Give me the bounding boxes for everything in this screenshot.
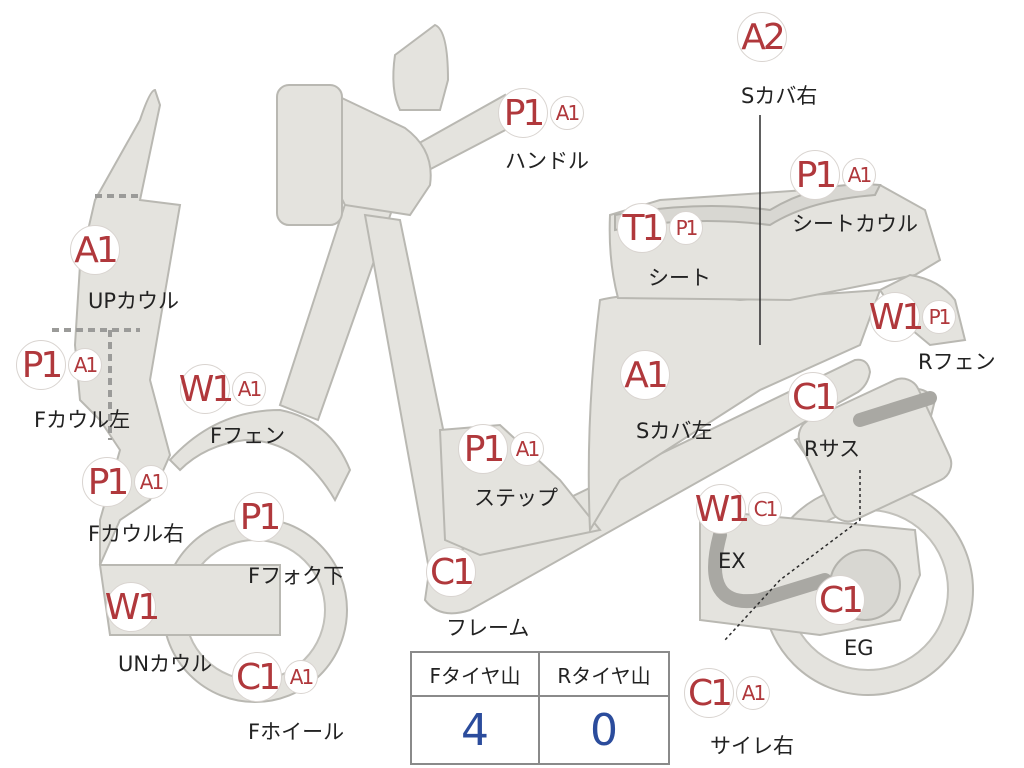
code-a1: A1 bbox=[68, 348, 102, 382]
exhaust-pipe bbox=[708, 528, 832, 609]
badge-f-cowl-left: P1 A1 bbox=[16, 340, 102, 390]
code-p1: P1 bbox=[82, 457, 132, 507]
tire-tread-table: Fタイヤ山 Rタイヤ山 4 0 bbox=[410, 651, 670, 765]
rear-tire-value: 0 bbox=[590, 704, 618, 756]
badge-r-fender: W1 P1 bbox=[869, 292, 956, 342]
label-f-wheel: Fホイール bbox=[248, 720, 345, 744]
code-a1: A1 bbox=[736, 676, 770, 710]
badge-frame: C1 bbox=[426, 547, 476, 597]
code-c1: C1 bbox=[684, 668, 734, 718]
label-r-sus: Rサス bbox=[804, 437, 861, 461]
code-c1: C1 bbox=[815, 575, 865, 625]
code-c1: C1 bbox=[788, 372, 838, 422]
code-w1: W1 bbox=[105, 582, 160, 632]
code-c1: C1 bbox=[748, 492, 782, 526]
label-seat-cowl: シートカウル bbox=[792, 212, 918, 236]
badge-step: P1 A1 bbox=[458, 424, 544, 474]
label-f-fender: Fフェン bbox=[210, 424, 286, 448]
front-tire-value: 4 bbox=[412, 697, 540, 763]
code-p1: P1 bbox=[234, 492, 284, 542]
silencer bbox=[797, 377, 953, 523]
badge-f-fork-lower: P1 bbox=[234, 492, 284, 542]
front-cowl bbox=[73, 88, 182, 566]
badge-r-sus: C1 bbox=[788, 372, 838, 422]
code-w1: W1 bbox=[869, 292, 924, 342]
front-tire-header: Fタイヤ山 bbox=[412, 653, 540, 697]
code-p1: P1 bbox=[922, 300, 956, 334]
label-f-fork-lower: Fフォク下 bbox=[248, 564, 345, 588]
label-f-cowl-left: Fカウル左 bbox=[34, 408, 131, 432]
badge-seat-cowl: P1 A1 bbox=[790, 150, 876, 200]
badge-handle: P1 A1 bbox=[498, 88, 584, 138]
label-f-cowl-right: Fカウル右 bbox=[88, 522, 185, 546]
code-w1: W1 bbox=[179, 364, 234, 414]
label-ex: EX bbox=[718, 549, 746, 573]
code-a1: A1 bbox=[550, 96, 584, 130]
badge-ex: W1 C1 bbox=[695, 484, 782, 534]
code-c1: C1 bbox=[232, 652, 282, 702]
rear-tire-header: Rタイヤ山 bbox=[540, 653, 668, 697]
code-a2: A2 bbox=[737, 12, 787, 62]
badge-up-cowl: A1 bbox=[70, 225, 120, 275]
code-p1: P1 bbox=[458, 424, 508, 474]
label-up-cowl: UPカウル bbox=[88, 289, 180, 313]
label-step: ステップ bbox=[474, 486, 558, 510]
badge-sukaba-migi: A2 bbox=[737, 12, 787, 62]
code-p1: P1 bbox=[790, 150, 840, 200]
badge-un-cowl: W1 bbox=[105, 582, 160, 632]
badge-f-cowl-right: P1 A1 bbox=[82, 457, 168, 507]
code-w1: W1 bbox=[695, 484, 750, 534]
label-s-cover-left: Sカバ左 bbox=[636, 419, 713, 443]
code-p1: P1 bbox=[498, 88, 548, 138]
frame-lower-bar bbox=[423, 358, 872, 615]
badge-f-wheel: C1 A1 bbox=[232, 652, 318, 702]
label-seat: シート bbox=[648, 266, 711, 290]
code-a1: A1 bbox=[510, 432, 544, 466]
label-un-cowl: UNカウル bbox=[118, 652, 213, 676]
mirror-block bbox=[276, 84, 343, 226]
front-fender bbox=[168, 408, 352, 503]
code-c1: C1 bbox=[426, 547, 476, 597]
badge-seat: T1 P1 bbox=[617, 203, 703, 253]
code-p1: P1 bbox=[669, 211, 703, 245]
badge-s-cover-left: A1 bbox=[620, 350, 670, 400]
code-a1: A1 bbox=[232, 372, 266, 406]
code-a1: A1 bbox=[70, 225, 120, 275]
code-t1: T1 bbox=[617, 203, 667, 253]
label-silencer-right: サイレ右 bbox=[710, 734, 794, 758]
label-sukaba-migi: Sカバ右 bbox=[741, 84, 818, 108]
code-p1: P1 bbox=[16, 340, 66, 390]
code-a1: A1 bbox=[842, 158, 876, 192]
headlight bbox=[392, 23, 450, 111]
label-frame: フレーム bbox=[446, 616, 530, 640]
code-a1: A1 bbox=[620, 350, 670, 400]
code-a1: A1 bbox=[134, 465, 168, 499]
label-r-fender: Rフェン bbox=[918, 350, 996, 374]
code-a1: A1 bbox=[284, 660, 318, 694]
badge-f-fender: W1 A1 bbox=[179, 364, 266, 414]
badge-silencer-right: C1 A1 bbox=[684, 668, 770, 718]
label-eg: EG bbox=[844, 636, 874, 660]
badge-eg: C1 bbox=[815, 575, 865, 625]
label-handle: ハンドル bbox=[505, 149, 589, 173]
